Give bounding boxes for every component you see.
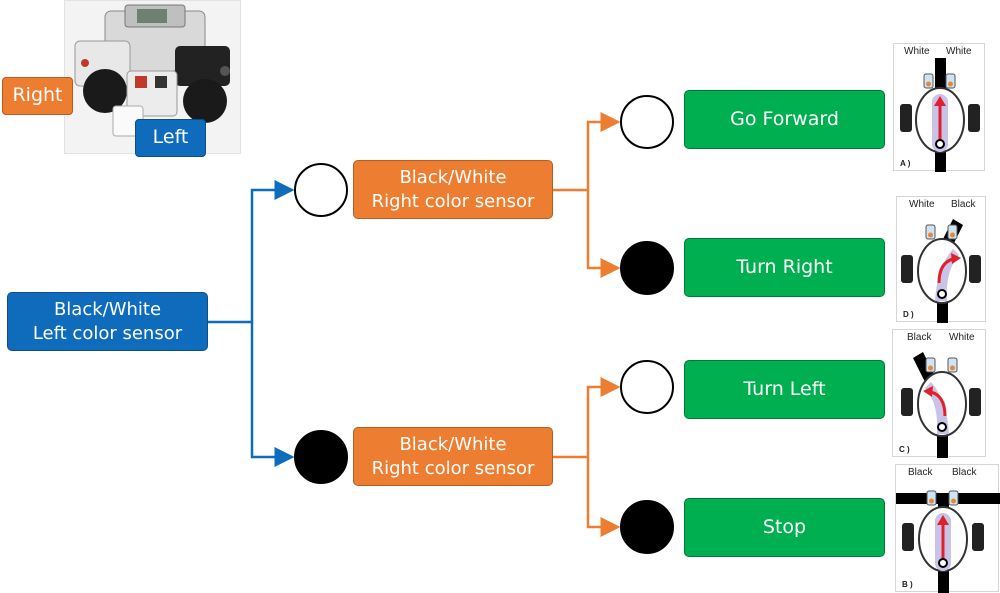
- wire-root-to-black: [250, 322, 295, 467]
- right-tag: Right: [2, 77, 73, 115]
- panel-turn-left-right-label: White: [949, 332, 975, 343]
- panel-turn-right-right-label: Black: [951, 199, 976, 210]
- right-sensor-decision-top: Black/White Right color sensor: [353, 160, 553, 219]
- panel-turn-left-left-label: Black: [907, 332, 932, 343]
- panel-turn-left-caption: C ): [899, 445, 910, 454]
- white-node-left-sensor: [294, 163, 348, 217]
- panel-stop: Black Black B ): [895, 464, 1000, 593]
- wire-top-to-forward: [553, 112, 621, 192]
- panel-stop-right-label: Black: [952, 467, 977, 478]
- white-node-forward: [620, 95, 674, 149]
- panel-turn-right-caption: D ): [903, 310, 914, 319]
- right-sensor-decision-bottom: Black/White Right color sensor: [353, 427, 553, 486]
- black-node-stop: [620, 500, 674, 554]
- panel-forward-right-label: White: [946, 46, 972, 57]
- white-node-left: [620, 360, 674, 414]
- black-node-left-sensor: [294, 430, 348, 484]
- panel-turn-left: Black White C ): [892, 329, 986, 458]
- turn-left-action: Turn Left: [684, 360, 885, 419]
- panel-forward: White White A ): [893, 43, 985, 172]
- panel-stop-left-label: Black: [908, 467, 933, 478]
- robot-image: [64, 0, 241, 154]
- panel-stop-caption: B ): [902, 580, 913, 589]
- wire-top-to-right: [586, 190, 621, 278]
- wire-root-to-white: [208, 180, 295, 324]
- wire-bottom-to-stop: [586, 457, 621, 537]
- left-sensor-decision: Black/White Left color sensor: [7, 292, 208, 351]
- panel-turn-right: White Black D ): [896, 196, 986, 323]
- wire-bottom-to-left: [553, 377, 621, 459]
- stop-action: Stop: [684, 498, 885, 557]
- left-tag: Left: [135, 119, 206, 157]
- panel-forward-left-label: White: [904, 46, 930, 57]
- turn-right-action: Turn Right: [684, 238, 885, 297]
- panel-turn-right-left-label: White: [909, 199, 935, 210]
- go-forward-action: Go Forward: [684, 90, 885, 149]
- panel-forward-caption: A ): [900, 159, 911, 168]
- black-node-right: [620, 241, 674, 295]
